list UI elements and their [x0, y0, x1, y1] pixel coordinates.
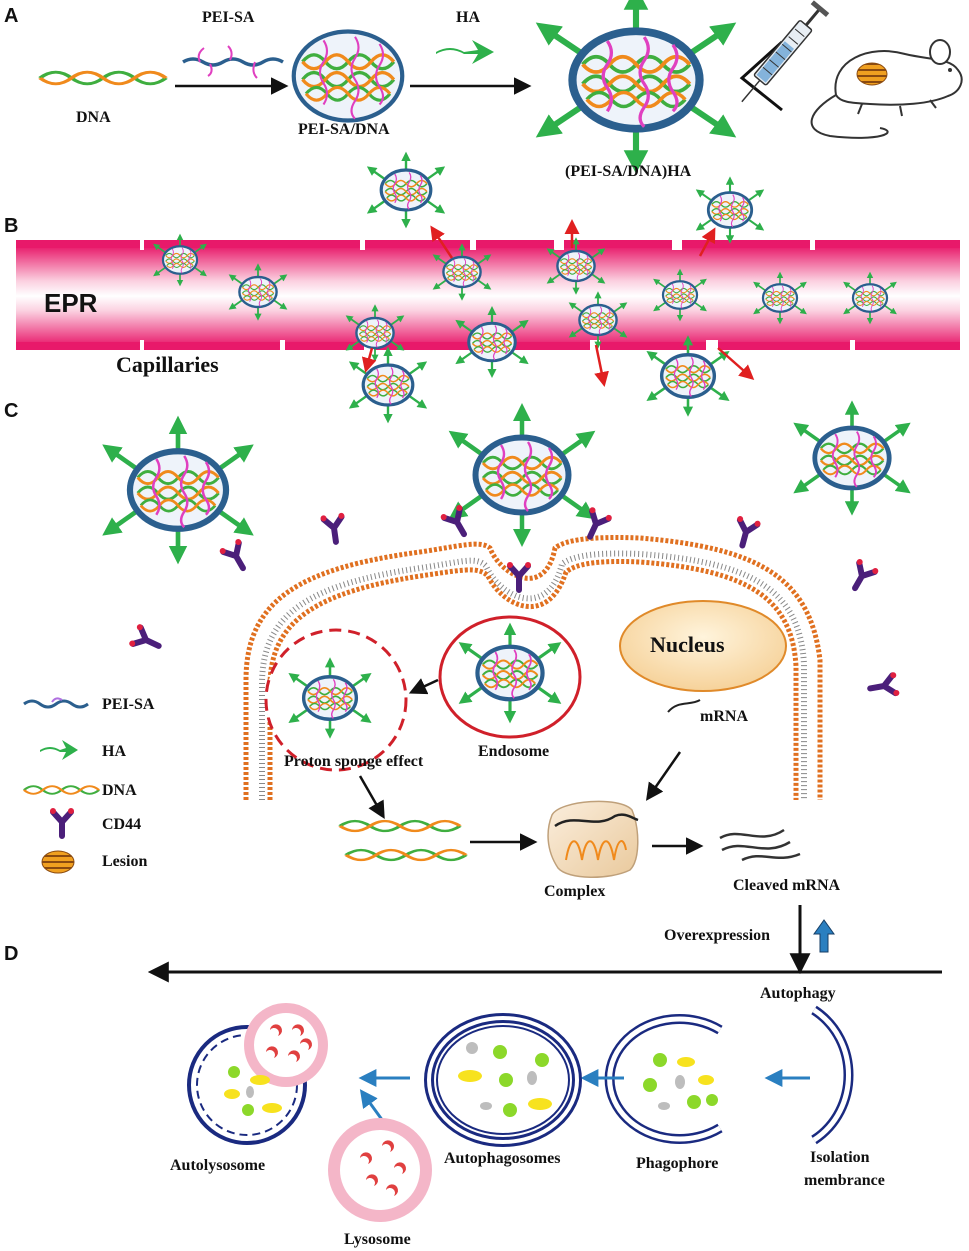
nucleus-label: Nucleus — [650, 632, 725, 657]
overexpression-label: Overexpression — [664, 927, 770, 944]
cell-membrane — [243, 535, 823, 800]
arrow-to-dna — [358, 775, 385, 820]
legend-cd44-icon — [50, 808, 74, 836]
pei-sa-dna-ha-label: (PEI-SA/DNA)HA — [565, 163, 692, 180]
legend-lesion-label: Lesion — [102, 853, 147, 870]
autophagosome-cargo — [458, 1042, 552, 1117]
mouse-icon — [810, 39, 963, 139]
legend-dna-icon — [22, 784, 101, 796]
dna-label: DNA — [76, 109, 111, 126]
dna-strand-a — [40, 72, 166, 84]
autophagosomes-label: Autophagosomes — [444, 1150, 560, 1167]
legend-ha-label: HA — [102, 743, 126, 760]
endosome-label: Endosome — [478, 743, 549, 760]
legend-cd44-label: CD44 — [102, 816, 141, 833]
epr-label: EPR — [44, 288, 98, 318]
mrna-strand — [667, 699, 701, 713]
legend-pei-sa-label: PEI-SA — [102, 696, 155, 713]
autolysosome — [187, 1003, 328, 1145]
mrna-label: mRNA — [700, 708, 748, 725]
lesion-icon-a — [856, 62, 888, 86]
arrow-endosome-escape — [408, 678, 439, 695]
autolysosome-label: Autolysosome — [170, 1157, 265, 1174]
bracket-a — [739, 40, 784, 112]
pei-sa-label: PEI-SA — [202, 9, 255, 26]
phagophore-label: Phagophore — [636, 1155, 718, 1172]
legend-dna-label: DNA — [102, 782, 137, 799]
up-arrow-icon — [813, 919, 835, 953]
isolation-membrane-label-2: membrance — [804, 1172, 885, 1189]
ha-arrow-icon — [436, 40, 494, 64]
cleaved-mrna-label: Cleaved mRNA — [733, 877, 841, 894]
free-particles-c — [110, 408, 905, 555]
pei-sa-polymer — [182, 45, 284, 79]
proton-sponge-label: Proton sponge effect — [284, 753, 424, 770]
syringe-icon — [741, 0, 830, 103]
legend-lesion-icon — [41, 850, 75, 874]
autophagy-label: Autophagy — [760, 985, 836, 1002]
panel-label-c: C — [4, 400, 18, 422]
phagophore-cargo — [643, 1053, 718, 1110]
panel-label-b: B — [4, 215, 18, 237]
isolation-membrane-label-1: Isolation — [810, 1149, 870, 1166]
cleaved-mrna — [719, 828, 801, 862]
lysosome — [328, 1118, 432, 1222]
pei-sa-dna-polyplex — [291, 29, 405, 123]
extravasation-arrows — [361, 219, 755, 387]
complex-label: Complex — [544, 883, 605, 900]
legend-ha-icon — [40, 740, 78, 760]
capillaries-label: Capillaries — [116, 352, 219, 377]
pei-sa-dna-label: PEI-SA/DNA — [298, 121, 390, 138]
lysosome-label: Lysosome — [344, 1231, 411, 1248]
panel-label-d: D — [4, 943, 18, 965]
released-dna — [340, 821, 466, 860]
legend-pei-sa-icon — [23, 697, 89, 709]
panel-label-a: A — [4, 5, 18, 27]
legend: PEI-SA HA DNA CD44 Lesion — [22, 696, 155, 874]
ha-label-a: HA — [456, 9, 480, 26]
complex-shape — [547, 800, 639, 878]
nucleus — [619, 600, 787, 692]
pei-sa-dna-ha-particle — [546, 0, 726, 162]
arrow-mrna-to-complex — [646, 751, 682, 801]
